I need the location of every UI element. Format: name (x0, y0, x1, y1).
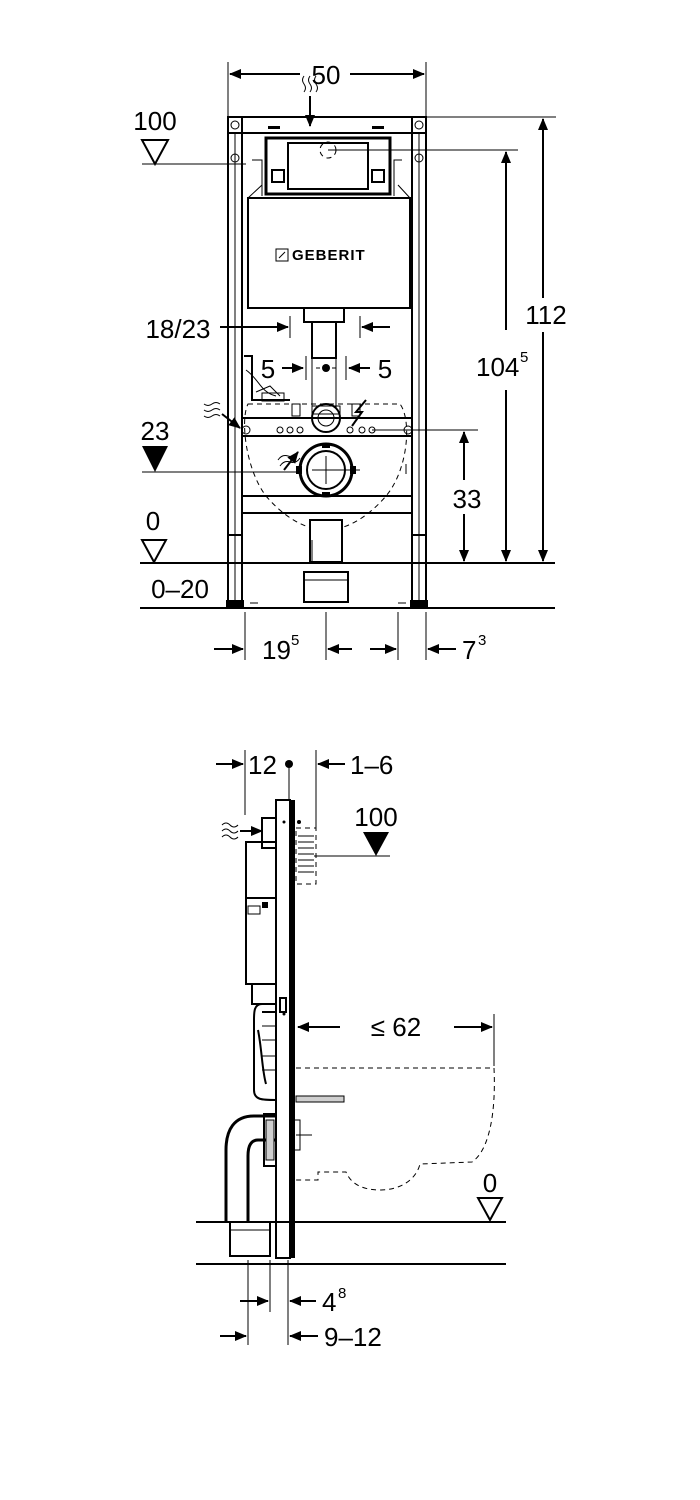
supply-pipe-left (244, 355, 290, 402)
label-19-sup: 5 (291, 632, 299, 649)
flush-pipe-side (253, 1003, 277, 1101)
flush-connector (311, 403, 341, 433)
dimension-18-23: 18/23 (145, 314, 390, 344)
label-112: 112 (525, 300, 566, 330)
bowl-outline-side (296, 1067, 495, 1191)
dimension-33: 33 (372, 429, 482, 562)
cistern (247, 136, 411, 309)
label-level-0: 0 (146, 506, 160, 536)
level-marker-0-side: 0 (196, 1168, 506, 1265)
label-4: 4 (322, 1287, 336, 1317)
cistern-side (245, 817, 277, 1005)
label-side-0: 0 (483, 1168, 497, 1198)
flush-pipe (303, 307, 345, 408)
label-4-sup: 8 (338, 1285, 346, 1302)
water-supply-icon (302, 75, 318, 127)
dimension-le-62: ≤ 62 (297, 1012, 495, 1066)
label-level-23: 23 (141, 416, 170, 446)
level-marker-100-side: 100 (314, 802, 398, 857)
label-104: 104 (476, 352, 519, 382)
label-1-6: 1–6 (350, 750, 393, 780)
side-view: 12 1–6 100 (196, 750, 506, 1352)
label-5-right: 5 (378, 354, 392, 384)
flush-plate-side (295, 827, 317, 885)
level-marker-0-front: 0 (140, 506, 555, 565)
label-7-sup: 3 (478, 632, 486, 649)
dimension-112: 112 (426, 116, 572, 562)
dimension-5-5: 5 5 (261, 354, 392, 384)
dimension-width-50: 50 (227, 60, 427, 118)
floor-range-0-20: 0–20 (140, 571, 555, 609)
label-104-sup: 5 (520, 349, 528, 366)
label-9-12: 9–12 (324, 1322, 382, 1352)
label-18-23: 18/23 (145, 314, 210, 344)
label-19: 19 (262, 635, 291, 665)
geberit-logo: GEBERIT (275, 247, 366, 264)
drain-outlet (296, 442, 407, 563)
dimension-4-8: 4 8 (240, 1260, 346, 1345)
label-le-62: ≤ 62 (371, 1012, 421, 1042)
label-12: 12 (248, 750, 277, 780)
dimension-19-5: 19 5 (214, 612, 427, 665)
level-marker-100-front: 100 (133, 106, 246, 167)
frame-side (275, 799, 301, 1259)
drain-bend-side (224, 1113, 277, 1257)
water-inlet-left-icon (203, 402, 241, 429)
label-side-100: 100 (354, 802, 397, 832)
threaded-rod (291, 1095, 345, 1151)
label-7: 7 (462, 635, 476, 665)
label-5-left: 5 (261, 354, 275, 384)
bowl-outline-front (244, 403, 408, 531)
dimension-104-5: 104 5 (472, 151, 542, 562)
front-view: 50 100 (133, 60, 572, 665)
flush-water-icon (277, 451, 301, 471)
brand-name: GEBERIT (292, 247, 366, 264)
label-0-20: 0–20 (151, 574, 209, 604)
power-icon (351, 399, 367, 427)
label-33: 33 (453, 484, 482, 514)
label-level-100: 100 (133, 106, 176, 136)
dimension-9-12: 9–12 (220, 1322, 382, 1352)
dimension-12: 12 (216, 750, 293, 815)
water-inlet-side-icon (221, 822, 263, 840)
dimension-1-6: 1–6 (315, 750, 393, 828)
level-marker-23: 23 (141, 416, 300, 473)
label-width-50: 50 (312, 60, 341, 90)
dimension-7-3: 7 3 (427, 632, 486, 665)
